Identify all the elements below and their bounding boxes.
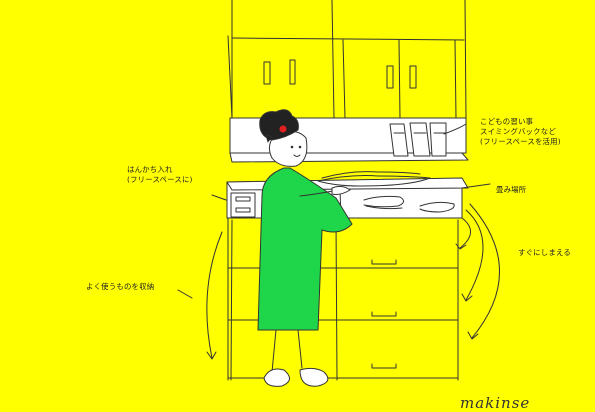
label-handkerchief: はんかち入れ (フリースペースに): [127, 165, 193, 185]
artist-signature: makinse: [460, 394, 531, 412]
lower-drawers: [227, 217, 459, 381]
label-handkerchief-line1: はんかち入れ: [127, 165, 173, 174]
upper-cabinets: [227, 0, 467, 119]
label-quick-storage: すぐにしまえる: [518, 248, 571, 257]
label-folding-area: 畳み場所: [496, 185, 527, 194]
swim-bags: [389, 122, 447, 157]
label-frequent-items: よく使うものを収納: [86, 282, 155, 291]
label-kids-lessons-line3: (フリースペースを活用): [480, 137, 561, 146]
label-kids-lessons-line2: スイミングバックなど: [480, 127, 556, 136]
folded-clothes: [317, 171, 455, 213]
label-kids-lessons: こどもの習い事 スイミングバックなど (フリースペースを活用): [480, 117, 561, 147]
label-kids-lessons-line1: こどもの習い事: [480, 117, 534, 126]
woman-figure: [257, 109, 353, 387]
annotation-arrows: [177, 123, 500, 360]
label-handkerchief-line2: (フリースペースに): [127, 175, 193, 184]
